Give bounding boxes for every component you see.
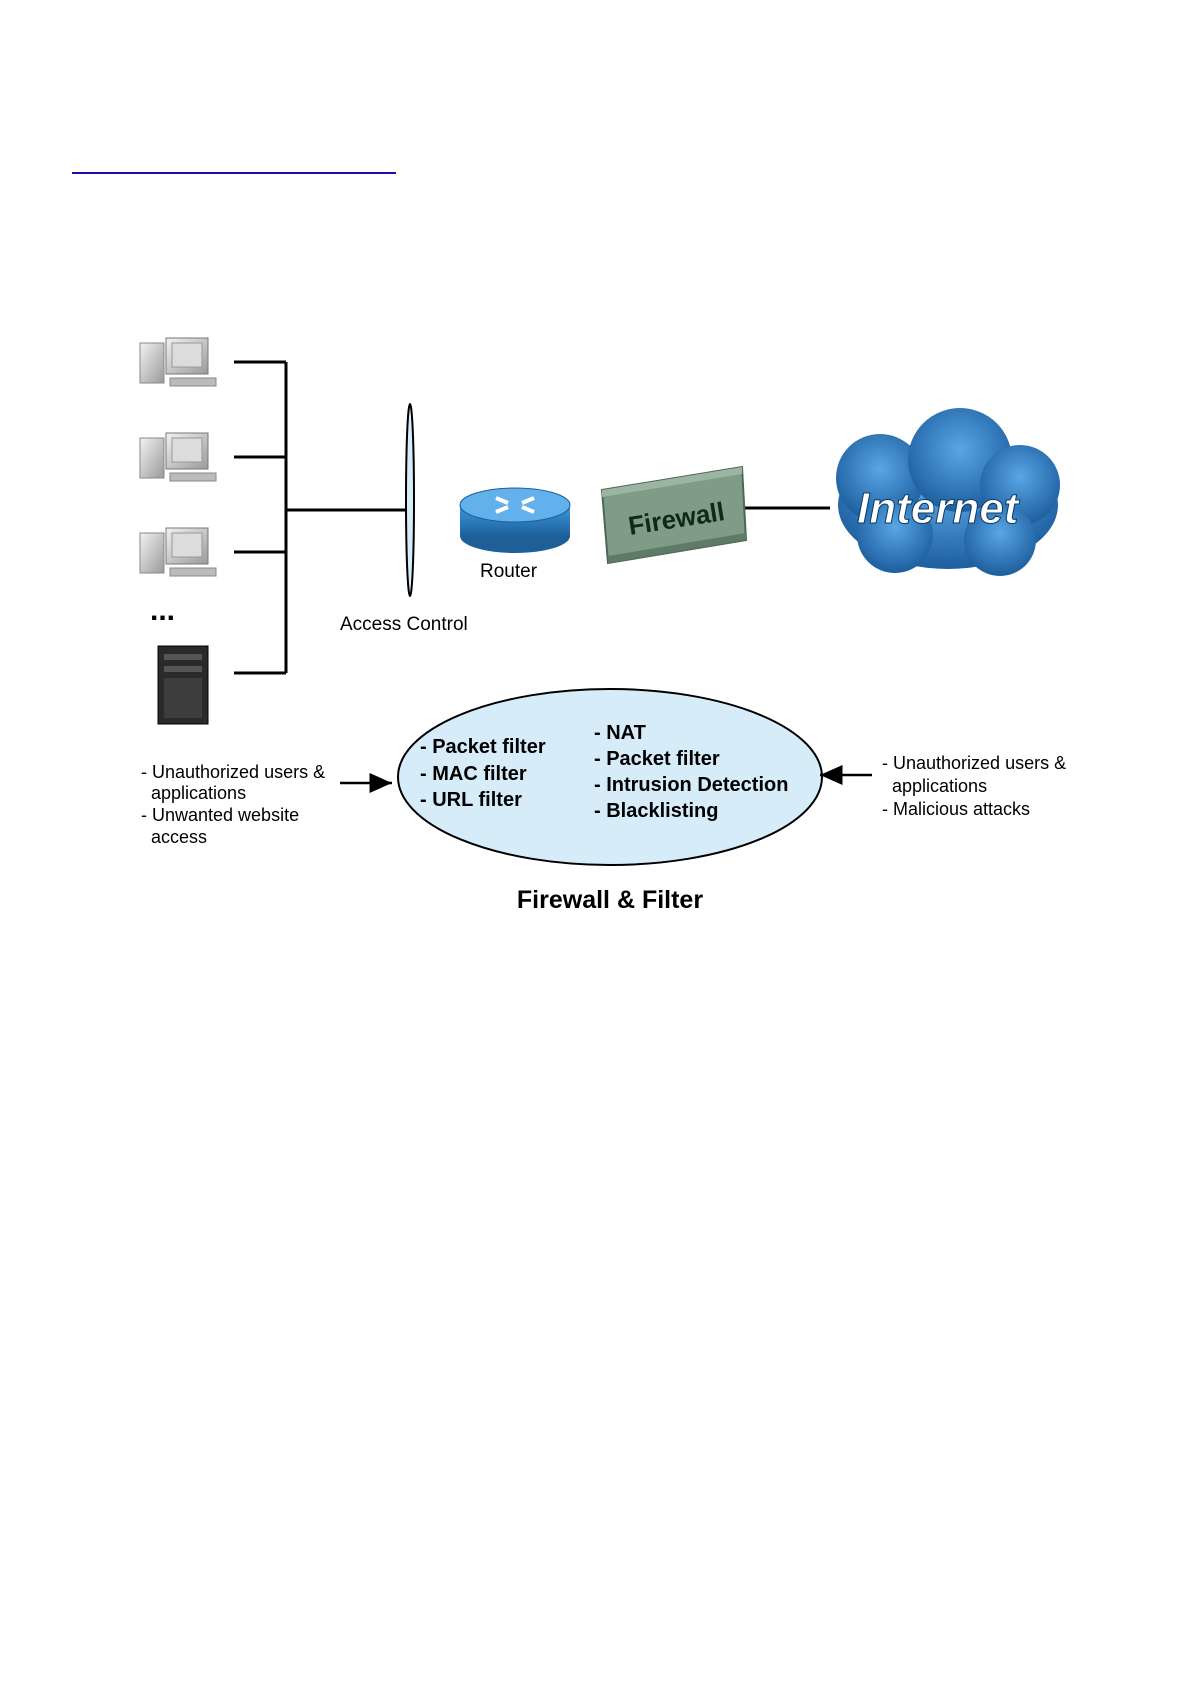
computer-icon — [140, 338, 216, 386]
note-line: - Unauthorized users & — [141, 762, 325, 782]
note-line: applications — [151, 783, 246, 803]
computer-icon — [140, 528, 216, 576]
note-line: - Unauthorized users & — [882, 753, 1066, 773]
ellipse-item: - NAT — [594, 722, 646, 744]
router-icon — [460, 488, 570, 553]
computer-icon — [140, 433, 216, 481]
internet-label: Internet — [857, 484, 1021, 533]
access-control-shape — [406, 404, 414, 596]
note-line: access — [151, 827, 207, 847]
ellipsis-label: ... — [150, 594, 175, 627]
router-label: Router — [480, 561, 538, 582]
access-control-label: Access Control — [340, 614, 468, 635]
ellipse-item: - Packet filter — [420, 736, 546, 758]
right-notes: - Unauthorized users & applications - Ma… — [882, 753, 1066, 819]
ellipse-item: - MAC filter — [420, 763, 527, 785]
diagram-caption: Firewall & Filter — [517, 886, 703, 914]
ellipse-item: - Intrusion Detection — [594, 774, 788, 796]
left-notes: - Unauthorized users & applications - Un… — [141, 762, 325, 847]
server-icon — [158, 646, 208, 724]
ellipse-item: - Blacklisting — [594, 800, 718, 822]
note-line: - Unwanted website — [141, 805, 299, 825]
note-line: applications — [892, 776, 987, 796]
note-line: - Malicious attacks — [882, 799, 1030, 819]
ellipse-item: - Packet filter — [594, 748, 720, 770]
ellipse-item: - URL filter — [420, 789, 522, 811]
